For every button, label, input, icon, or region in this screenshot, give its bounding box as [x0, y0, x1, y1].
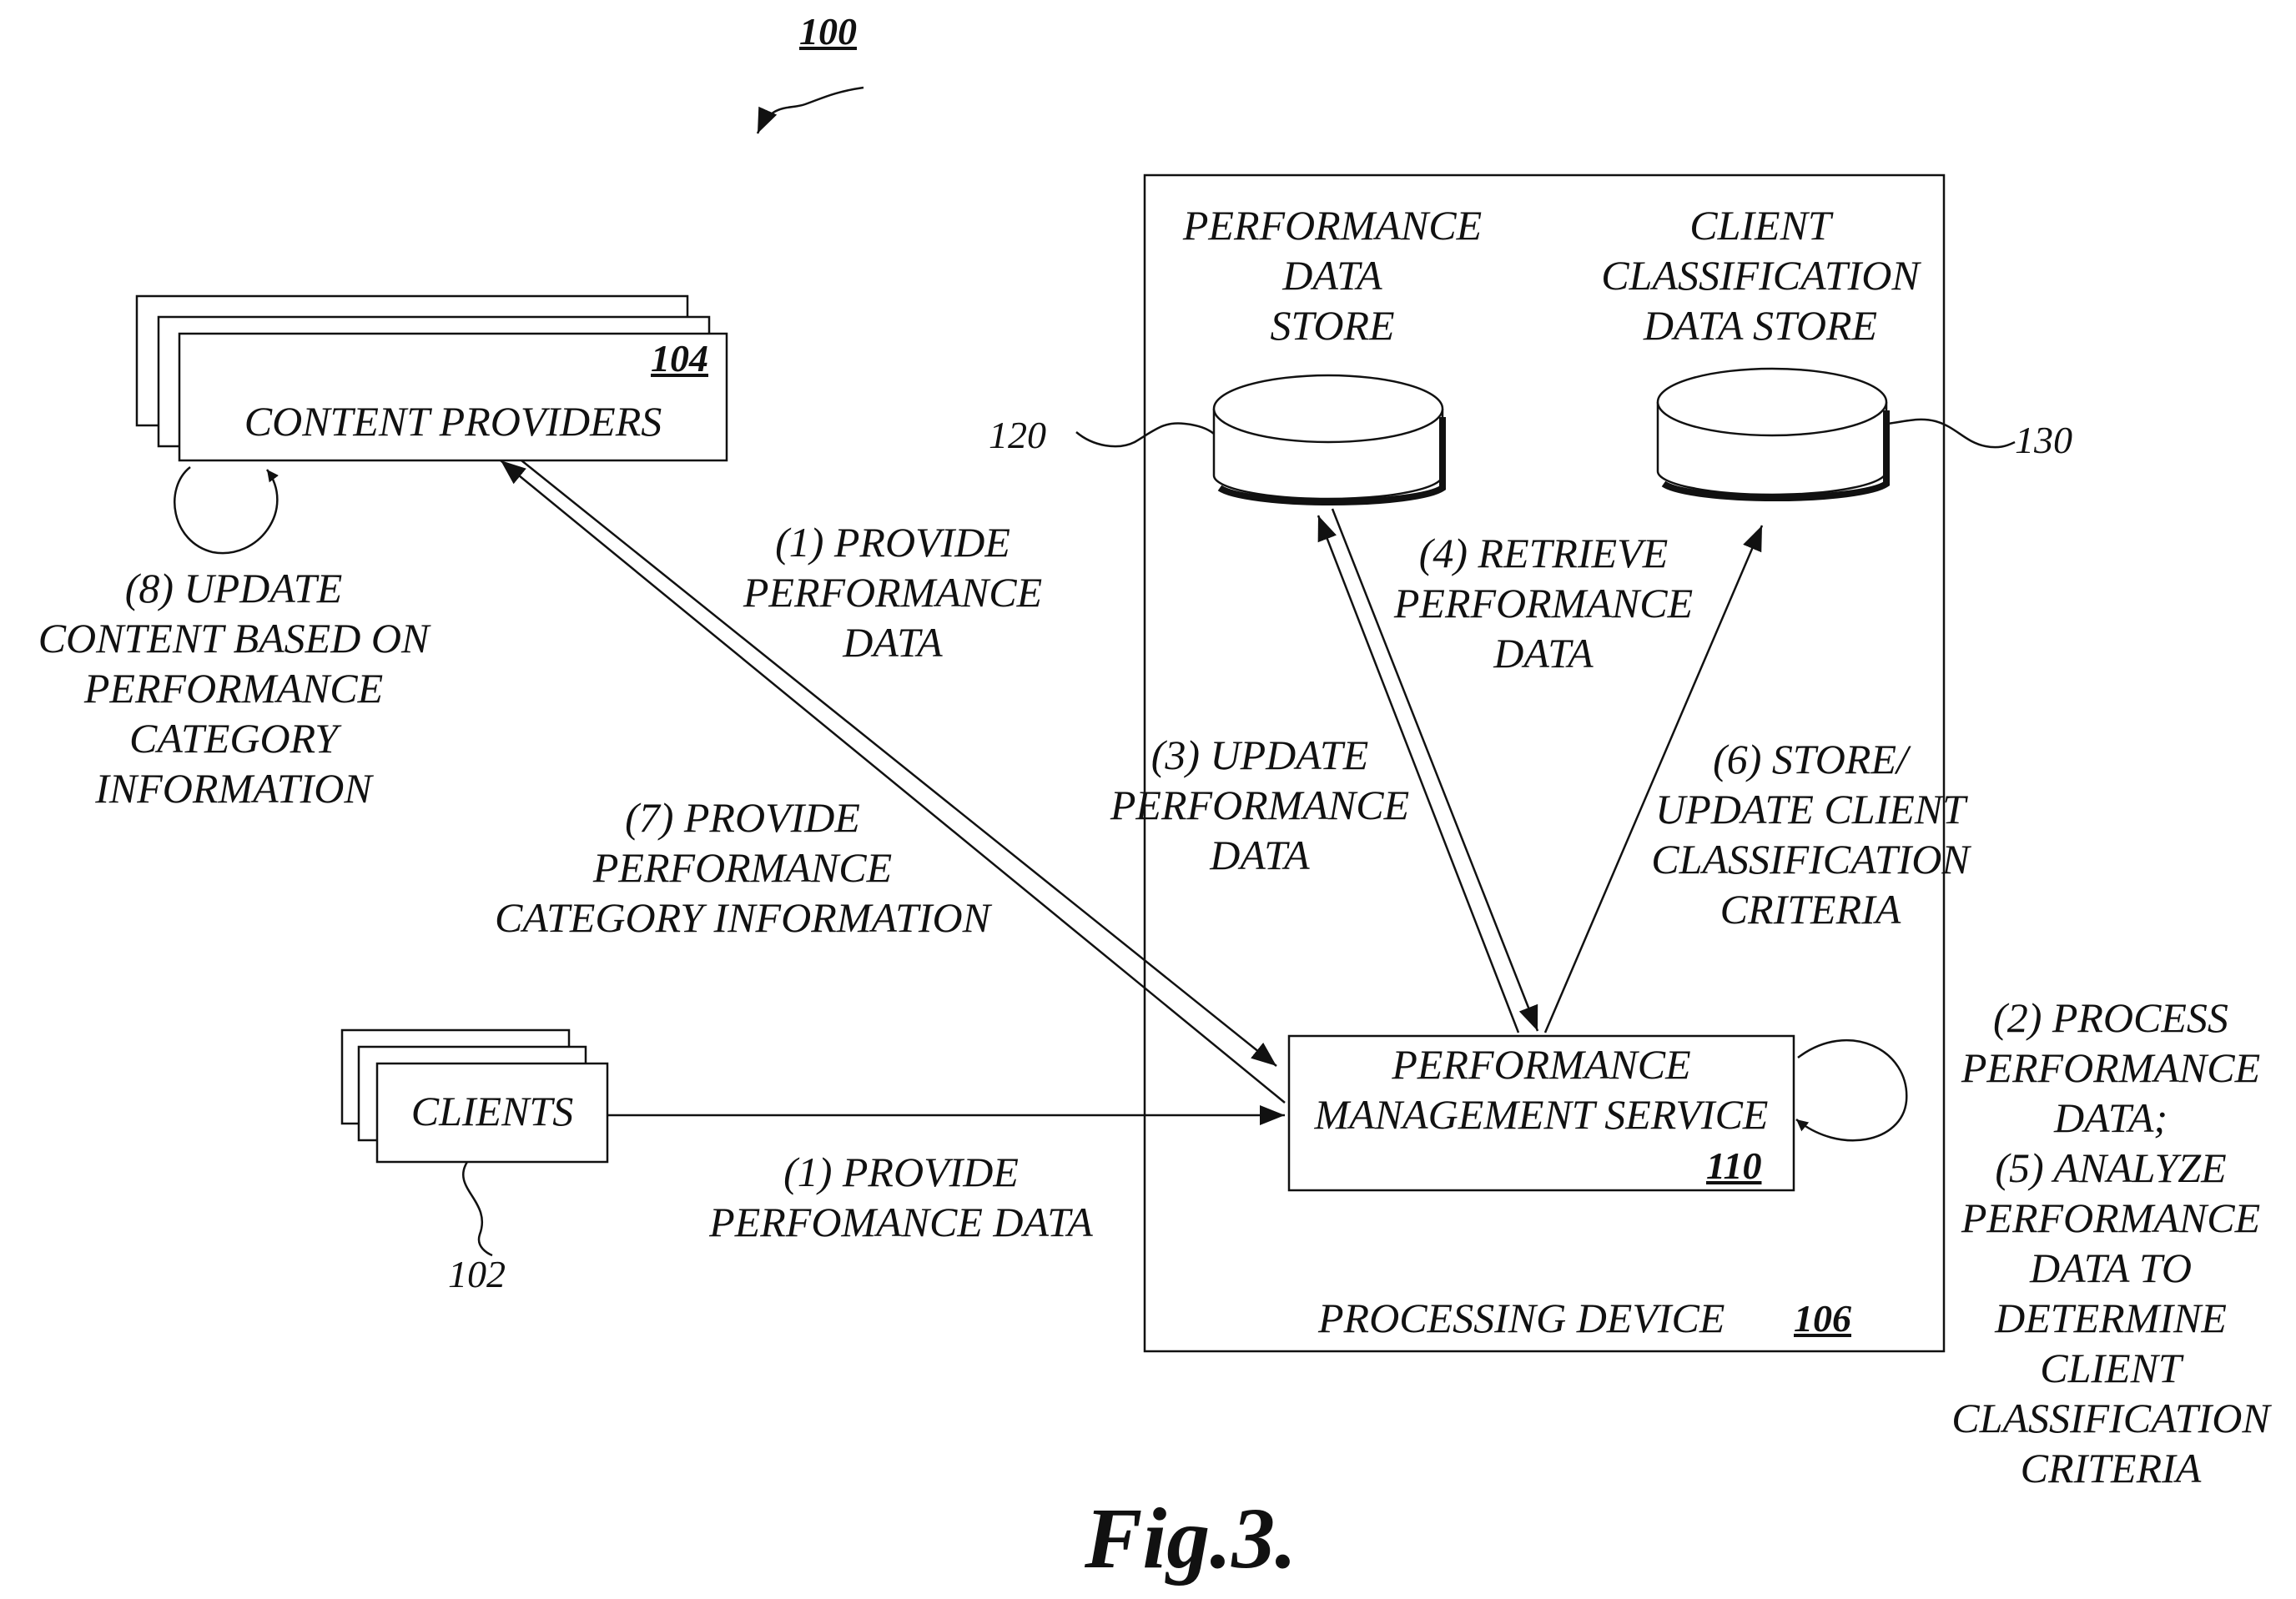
performance-management-service-label: PERFORMANCE MANAGEMENT SERVICE [1281, 1039, 1802, 1139]
content-providers-label: CONTENT PROVIDERS [179, 396, 727, 446]
content-providers-loop [174, 467, 277, 553]
edge-label-client-provide-performance-data: (1) PROVIDE PERFOMANCE DATA [667, 1147, 1135, 1247]
client-classification-store-cylinder [1658, 369, 1886, 498]
service-loop [1796, 1040, 1906, 1140]
content-providers-ref: 104 [651, 337, 708, 380]
figure-caption: Fig.3. [1085, 1493, 1297, 1585]
clients-ref: 102 [448, 1253, 506, 1296]
content-providers-loop-label: (8) UPDATE CONTENT BASED ON PERFORMANCE … [0, 563, 467, 813]
figure-ref: 100 [799, 10, 857, 53]
store-130-leader [1887, 420, 2015, 447]
service-loop-label: (2) PROCESS PERFORMANCE DATA; (5) ANALYZ… [1927, 993, 2294, 1493]
edge-label-update-performance-data: (3) UPDATE PERFORMANCE DATA [1076, 730, 1443, 880]
edge-label-retrieve-performance-data: (4) RETRIEVE PERFORMANCE DATA [1352, 528, 1735, 678]
performance-data-store-ref: 120 [989, 414, 1046, 457]
processing-device-ref: 106 [1794, 1297, 1851, 1340]
performance-data-store-cylinder [1214, 375, 1443, 502]
processing-device-label: PROCESSING DEVICE [1318, 1293, 1777, 1343]
edge-label-store-update-criteria: (6) STORE/ UPDATE CLIENT CLASSIFICATION … [1610, 734, 2011, 934]
clients-ref-leader [463, 1162, 492, 1255]
performance-data-store-label: PERFORMANCE DATA STORE [1136, 200, 1528, 350]
edge-label-provide-performance-data: (1) PROVIDE PERFORMANCE DATA [701, 517, 1085, 667]
figure-ref-arrow [758, 88, 864, 133]
performance-management-service-ref: 110 [1706, 1144, 1761, 1188]
edge-label-provide-category-information: (7) PROVIDE PERFORMANCE CATEGORY INFORMA… [434, 792, 1051, 943]
client-classification-store-label: CLIENT CLASSIFICATION DATA STORE [1568, 200, 1952, 350]
client-classification-store-ref: 130 [2015, 419, 2072, 462]
clients-label: CLIENTS [377, 1086, 607, 1136]
